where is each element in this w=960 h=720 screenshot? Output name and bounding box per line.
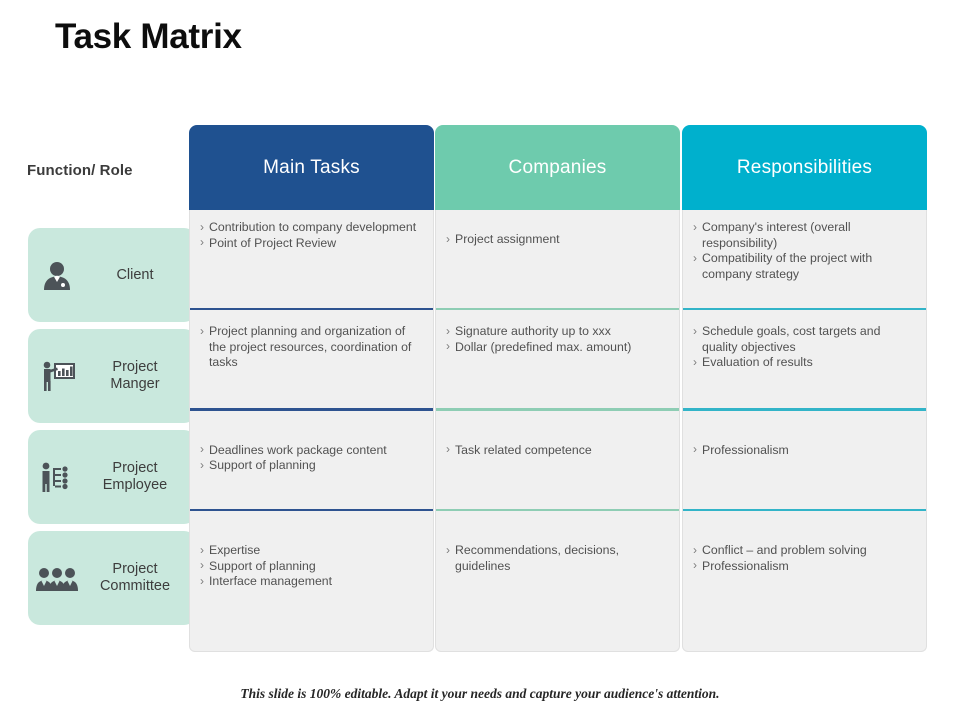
bullet-item: Support of planning	[200, 458, 423, 474]
matrix-cell[interactable]: Signature authority up to xxx Dollar (pr…	[436, 310, 679, 411]
bullet-item: Company's interest (overall responsibili…	[693, 220, 916, 251]
bullet-list: Schedule goals, cost targets and quality…	[693, 324, 916, 371]
bullet-item: Support of planning	[200, 558, 423, 575]
bullet-item: Professionalism	[693, 442, 916, 459]
bullet-item: Dollar (predefined max. amount)	[446, 339, 669, 356]
bullet-item: Expertise	[200, 543, 423, 559]
matrix-cell[interactable]: Conflict – and problem solving Professio…	[683, 511, 926, 651]
bullet-list: Project planning and organization of the…	[200, 324, 423, 371]
roles-column: Client Project Manger	[28, 228, 196, 632]
role-card-project-employee[interactable]: Project Employee	[28, 430, 196, 524]
bullet-item: Signature authority up to xxx	[446, 324, 669, 340]
bullet-item: Evaluation of results	[693, 355, 916, 371]
role-label: Project Manger	[110, 359, 160, 392]
function-role-label: Function/ Role	[27, 162, 133, 179]
bullet-item: Interface management	[200, 574, 423, 590]
role-card-project-committee[interactable]: Project Committee	[28, 531, 196, 625]
bullet-item: Professionalism	[693, 558, 916, 575]
matrix-column-responsibilities: Responsibilities Company's interest (ove…	[682, 125, 927, 652]
bullet-item: Contribution to company development	[200, 220, 423, 236]
column-header-label: Responsibilities	[736, 156, 873, 178]
matrix-cell[interactable]: Company's interest (overall responsibili…	[683, 210, 926, 311]
role-card-client[interactable]: Client	[28, 228, 196, 322]
bullet-item: Point of Project Review	[200, 235, 423, 252]
presenter-chart-icon	[28, 359, 86, 393]
footer-note: This slide is 100% editable. Adapt it yo…	[240, 686, 720, 701]
matrix-cell[interactable]: Task related competence	[436, 411, 679, 512]
matrix-cell[interactable]: Deadlines work package content Support o…	[190, 411, 433, 512]
column-body: Contribution to company development Poin…	[189, 210, 434, 652]
column-header-label: Companies	[508, 156, 607, 178]
bullet-list: Contribution to company development Poin…	[200, 220, 423, 251]
bullet-item: Deadlines work package content	[200, 442, 423, 459]
bullet-list: Professionalism	[693, 442, 916, 459]
matrix-cell[interactable]: Expertise Support of planning Interface …	[190, 511, 433, 651]
matrix-column-companies: Companies Project assignment Signature a…	[435, 125, 680, 652]
bullet-list: Conflict – and problem solving Professio…	[693, 543, 916, 574]
column-header-responsibilities: Responsibilities	[682, 125, 927, 210]
role-label: Client	[116, 266, 154, 283]
bullet-item: Task related competence	[446, 442, 669, 459]
org-structure-icon	[28, 460, 86, 494]
column-body: Company's interest (overall responsibili…	[682, 210, 927, 652]
bullet-item: Schedule goals, cost targets and quality…	[693, 324, 916, 355]
bullet-item: Conflict – and problem solving	[693, 543, 916, 559]
task-matrix: Main Tasks Contribution to company devel…	[189, 125, 940, 652]
matrix-cell[interactable]: Recommendations, decisions, guidelines	[436, 511, 679, 651]
bullet-item: Recommendations, decisions, guidelines	[446, 543, 669, 574]
matrix-column-main-tasks: Main Tasks Contribution to company devel…	[189, 125, 434, 652]
column-header-label: Main Tasks	[263, 156, 360, 178]
bullet-list: Task related competence	[446, 442, 669, 459]
role-label: Project Employee	[102, 460, 168, 493]
matrix-cell[interactable]: Professionalism	[683, 411, 926, 512]
page-title: Task Matrix	[55, 17, 242, 56]
matrix-cell[interactable]: Schedule goals, cost targets and quality…	[683, 310, 926, 411]
column-header-companies: Companies	[435, 125, 680, 210]
bullet-list: Signature authority up to xxx Dollar (pr…	[446, 324, 669, 355]
bullet-list: Expertise Support of planning Interface …	[200, 543, 423, 590]
matrix-cell[interactable]: Project planning and organization of the…	[190, 310, 433, 411]
bullet-list: Company's interest (overall responsibili…	[693, 220, 916, 282]
people-group-icon	[28, 564, 86, 592]
bullet-item: Project assignment	[446, 232, 669, 248]
bullet-list: Deadlines work package content Support o…	[200, 442, 423, 474]
column-body: Project assignment Signature authority u…	[435, 210, 680, 652]
matrix-cell[interactable]: Project assignment	[436, 210, 679, 311]
role-card-project-manger[interactable]: Project Manger	[28, 329, 196, 423]
role-label: Project Committee	[99, 561, 171, 594]
bullet-list: Recommendations, decisions, guidelines	[446, 543, 669, 574]
bullet-item: Compatibility of the project with compan…	[693, 251, 916, 282]
bullet-item: Project planning and organization of the…	[200, 324, 423, 371]
bullet-list: Project assignment	[446, 232, 669, 248]
column-header-main-tasks: Main Tasks	[189, 125, 434, 210]
person-silhouette-icon	[28, 258, 86, 292]
matrix-cell[interactable]: Contribution to company development Poin…	[190, 210, 433, 311]
